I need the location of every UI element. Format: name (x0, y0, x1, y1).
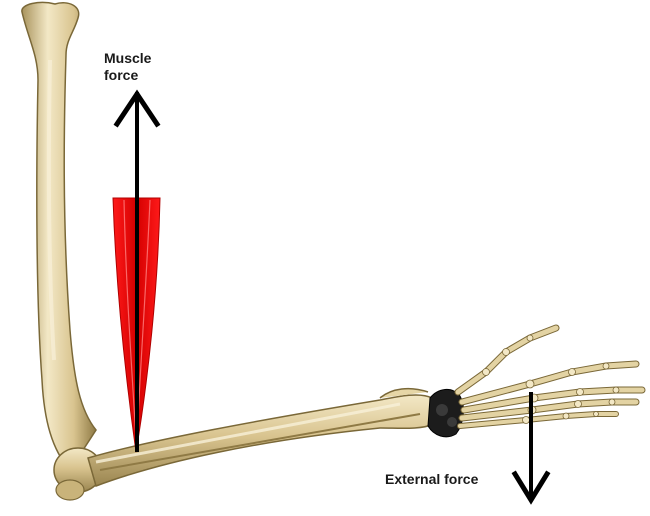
muscle-force-label-line1: Muscle (104, 50, 151, 67)
external-force-label: External force (385, 471, 478, 488)
muscle-force-label: Muscle force (104, 50, 151, 84)
wrist-carpals (428, 389, 463, 436)
humerus-bone (22, 2, 96, 470)
hand-bones (458, 328, 642, 426)
muscle-force-label-line2: force (104, 67, 151, 84)
